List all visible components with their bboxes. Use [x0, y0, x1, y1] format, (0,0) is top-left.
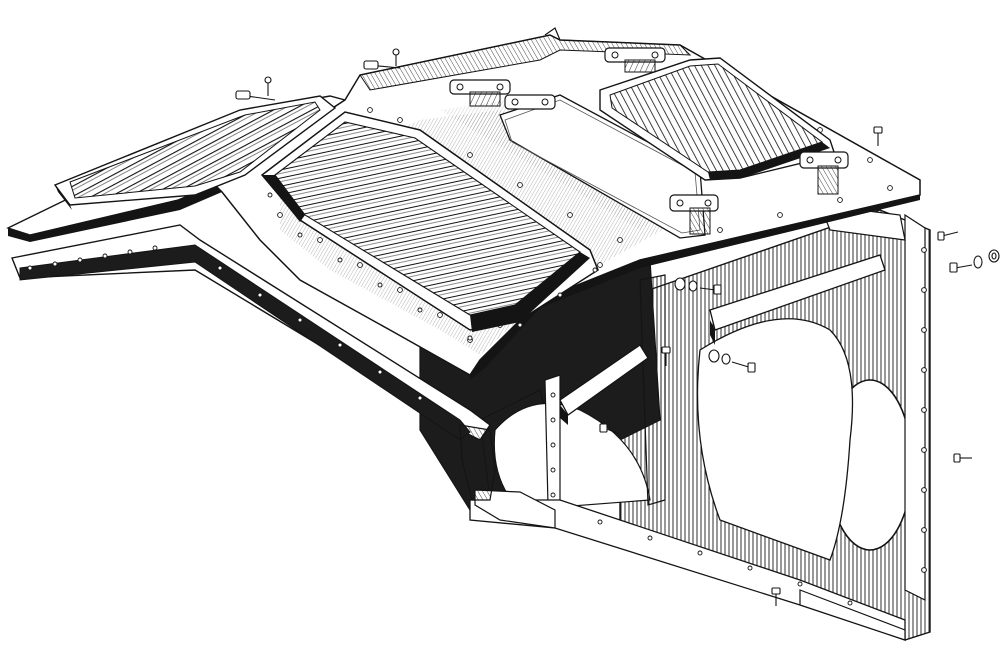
bolt-bottom [771, 587, 781, 606]
left-front-rail [11, 224, 496, 501]
latch-right [799, 151, 849, 195]
hinge-center [504, 94, 556, 110]
center-louvre-grille [260, 111, 599, 341]
bolt-set-center [674, 277, 722, 295]
bolt-right-lower [953, 453, 972, 463]
loose-hardware [599, 126, 1000, 606]
hinges [449, 47, 849, 235]
bolt-right-1 [937, 231, 959, 241]
right-louvre-grille [599, 57, 836, 181]
wing-nut-left [235, 76, 276, 101]
side-panel-large-opening [696, 318, 854, 561]
inner-arch-opening [493, 402, 651, 511]
center-upright [639, 274, 666, 506]
rear-cross-brace [709, 254, 886, 331]
left-wing-edge [8, 185, 222, 242]
left-rail-end-bracket [459, 424, 496, 501]
wing-nut-fasteners [235, 48, 401, 101]
latch-front [669, 194, 719, 235]
side-flange [904, 213, 926, 601]
hinge-left [449, 79, 511, 107]
bolt-and-washers-right [949, 249, 1000, 273]
left-louvre-grille [53, 95, 337, 210]
right-side-panel [619, 209, 931, 641]
wing-nut-center [363, 48, 401, 70]
front-cross-brace [559, 344, 649, 416]
bolt-top-right [873, 126, 883, 146]
front-foot-bracket [474, 489, 556, 529]
bolt-inner [599, 423, 621, 435]
bolt-set-lower [708, 349, 756, 373]
bottom-foot-plate [799, 589, 906, 641]
bolt-center-short [661, 346, 671, 366]
hinge-rear [604, 47, 666, 73]
